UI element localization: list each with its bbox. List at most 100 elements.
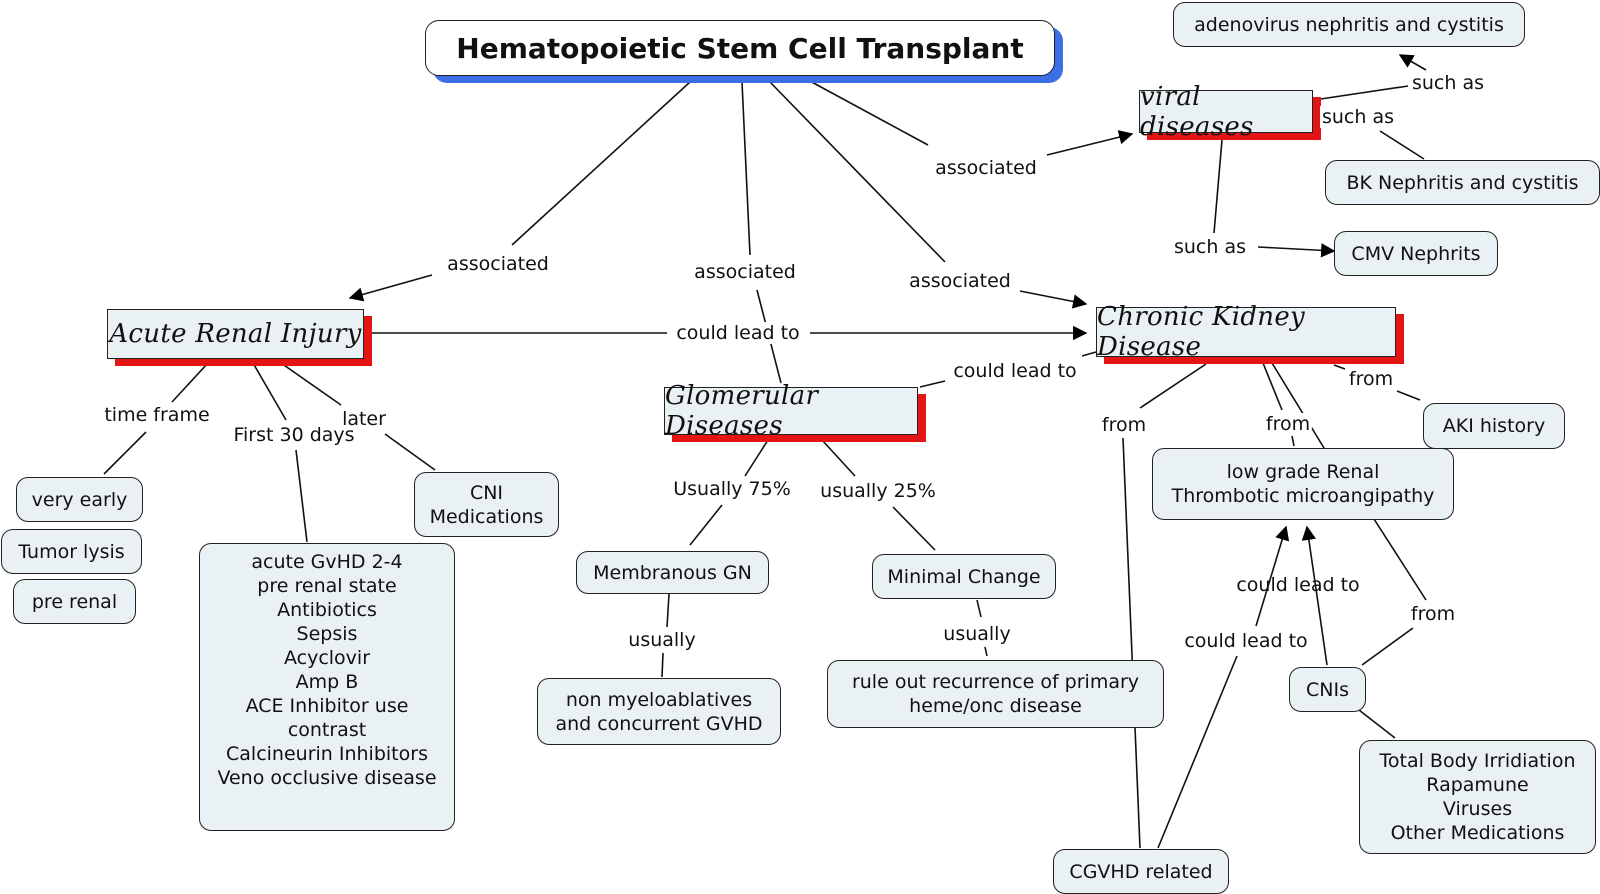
node-cnis[interactable]: CNIs [1289, 667, 1366, 712]
node-text: Viruses [1442, 798, 1513, 820]
node-text: pre renal state [257, 575, 397, 597]
link-label-usually-75: Usually 75% [671, 478, 793, 500]
node-rule-out-recurrence[interactable]: rule out recurrence of primary heme/onc … [827, 660, 1164, 728]
edge-could-tma [1255, 525, 1290, 627]
category-label: Acute Renal Injury [109, 319, 362, 349]
node-text: Thrombotic microangipathy [1171, 485, 1435, 507]
edge-from-aki [1396, 390, 1421, 401]
category-label: Chronic Kidney Disease [1097, 302, 1306, 362]
edge-chronic-from-cgvhd [1139, 363, 1207, 409]
edge-cnis-tma [1301, 525, 1328, 666]
node-membranous-gn[interactable]: Membranous GN [576, 551, 769, 594]
node-minimal-change[interactable]: Minimal Change [872, 554, 1056, 599]
node-text: Total Body Irridiation [1379, 750, 1576, 772]
node-very-early[interactable]: very early [16, 477, 143, 522]
node-text: pre renal [31, 590, 118, 613]
edge-root-viral [807, 79, 929, 146]
link-label-could-lead-to: could lead to [1182, 630, 1310, 652]
link-label-such-as: such as [1171, 236, 1249, 258]
link-label-associated: associated [907, 270, 1013, 292]
edge-chronic-arrow [1019, 290, 1088, 309]
category-acute-renal-injury[interactable]: Acute Renal Injury [107, 309, 364, 359]
node-aki-history[interactable]: AKI history [1423, 403, 1565, 449]
node-text: Calcineurin Inhibitors [226, 743, 428, 765]
node-text: low grade Renal [1226, 461, 1380, 483]
node-text: contrast [287, 719, 367, 741]
node-text: very early [31, 488, 128, 511]
node-text: and concurrent GVHD [555, 712, 763, 735]
edge-acute-later [280, 362, 342, 406]
node-thrombotic-microangiopathy[interactable]: low grade Renal Thrombotic microangipath… [1152, 448, 1454, 520]
link-label-such-as: such as [1319, 106, 1397, 128]
node-text: non myeloablatives [565, 688, 753, 711]
node-text: CNI [469, 481, 504, 504]
node-first30-causes[interactable]: acute GvHD 2-4 pre renal state Antibioti… [199, 543, 455, 831]
edge-usually-ruleout [984, 646, 988, 657]
node-text: Membranous GN [593, 561, 752, 584]
node-non-myeloablatives[interactable]: non myeloablatives and concurrent GVHD [537, 678, 781, 745]
link-label-associated: associated [933, 157, 1039, 179]
link-label-could-lead-to: could lead to [674, 322, 802, 344]
edge-from-tma [1291, 435, 1295, 447]
edge-min-usually [976, 599, 982, 618]
node-text: acute GvHD 2-4 [251, 551, 403, 573]
link-label-usually-25: usually 25% [818, 480, 938, 502]
edge-viral-bk-b [1379, 130, 1425, 160]
node-text: Tumor lysis [18, 540, 125, 563]
node-text: CNIs [1306, 678, 1349, 701]
edge-glom-chronic-b [1081, 351, 1097, 357]
node-tbi-causes[interactable]: Total Body Irridiation Rapamune Viruses … [1359, 740, 1596, 854]
edge-root-glom [741, 81, 751, 256]
edge-glom-chronic [919, 380, 946, 388]
edge-tma-from-cnis [1373, 518, 1427, 601]
edge-adeno-arrow [1398, 54, 1427, 71]
node-cgvhd-related[interactable]: CGVHD related [1053, 849, 1229, 894]
link-label-first-30-days: First 30 days [231, 424, 357, 446]
edge-viral-adeno [1313, 85, 1409, 101]
node-text: Medications [429, 505, 544, 528]
node-text: Veno occlusive disease [217, 767, 437, 789]
category-chronic-kidney-disease[interactable]: Chronic Kidney Disease [1096, 302, 1396, 362]
node-cmv-nephritis[interactable]: CMV Nephrits [1334, 231, 1498, 276]
node-pre-renal[interactable]: pre renal [13, 579, 136, 624]
node-text: ACE Inhibitor use [245, 695, 409, 717]
edge-from-cgvhd [1122, 437, 1141, 849]
link-label-from: from [1263, 413, 1313, 435]
node-text: Acyclovir [283, 647, 371, 669]
link-label-usually: usually [626, 629, 698, 651]
node-text: BK Nephritis and cystitis [1346, 171, 1579, 194]
link-label-from: from [1408, 603, 1458, 625]
node-tumor-lysis[interactable]: Tumor lysis [1, 529, 142, 574]
category-viral-diseases[interactable]: viral diseases [1139, 82, 1313, 142]
node-text: CGVHD related [1069, 860, 1213, 883]
link-label-associated: associated [445, 253, 551, 275]
node-bk-nephritis[interactable]: BK Nephritis and cystitis [1325, 160, 1600, 205]
edge-acute-first30 [252, 362, 287, 421]
node-text: Antibiotics [277, 599, 377, 621]
edge-usually-nonmyelo [661, 652, 664, 678]
edge-root-chronic [769, 81, 946, 263]
link-label-from: from [1346, 368, 1396, 390]
node-adenovirus[interactable]: adenovirus nephritis and cystitis [1173, 2, 1525, 47]
edge-cgvhd-could [1157, 655, 1238, 849]
root-node-hsct[interactable]: Hematopoietic Stem Cell Transplant [425, 20, 1055, 76]
link-label-time-frame: time frame [102, 404, 212, 426]
edge-cmv-arrow [1257, 243, 1336, 258]
link-label-could-lead-to: could lead to [951, 360, 1079, 382]
node-text: AKI history [1442, 415, 1546, 437]
link-label-such-as: such as [1409, 72, 1487, 94]
edge-mem-usually [666, 593, 670, 628]
link-label-later: later [340, 408, 388, 430]
category-glomerular-diseases[interactable]: Glomerular Diseases [664, 381, 918, 441]
node-text: Minimal Change [887, 565, 1041, 588]
node-text: rule out recurrence of primary [851, 671, 1140, 693]
node-cni-medications[interactable]: CNI Medications [414, 472, 559, 537]
category-label: Glomerular Diseases [665, 381, 819, 441]
link-label-could-lead-to: could lead to [1236, 574, 1360, 596]
edge-cnis-tbi [1358, 709, 1396, 739]
node-text: Sepsis [296, 623, 358, 645]
edge-viral-cmv [1213, 139, 1223, 234]
edge-acute-timeframe [171, 362, 209, 403]
edge-75-mem [689, 504, 723, 546]
